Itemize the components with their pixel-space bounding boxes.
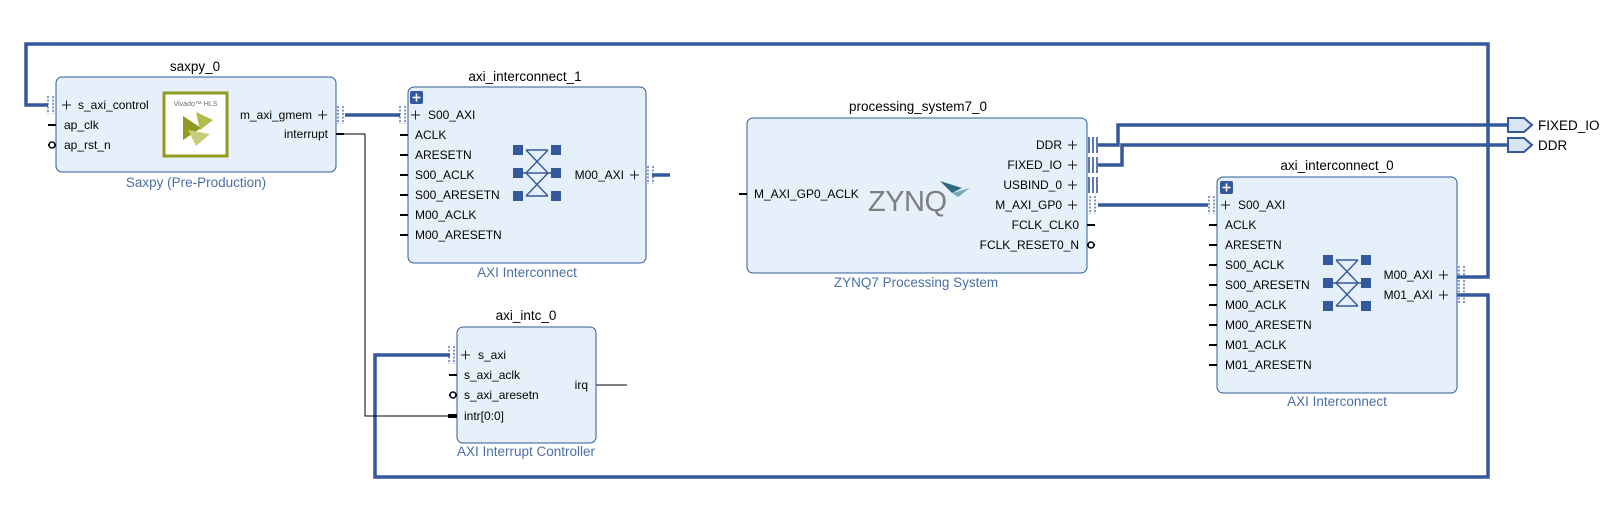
block-body[interactable]: [746, 117, 1088, 274]
port-m00-aclk[interactable]: M00_ACLK: [415, 208, 476, 222]
active-low-icon: [1087, 241, 1095, 249]
port-s00-aclk[interactable]: S00_ACLK: [415, 168, 474, 182]
port-ddr[interactable]: DDR: [1036, 138, 1062, 152]
bus-interface-icon: [1458, 266, 1465, 304]
bus-interface-icon: [1208, 196, 1215, 214]
port-m01-axi[interactable]: M01_AXI: [1384, 288, 1433, 302]
port-ap-clk[interactable]: ap_clk: [64, 118, 100, 132]
port-intr[interactable]: intr[0:0]: [464, 409, 504, 423]
active-low-icon: [48, 141, 56, 149]
block-instance-name: processing_system7_0: [849, 99, 987, 114]
port-s00-aresetn[interactable]: S00_ARESETN: [415, 188, 500, 202]
block-instance-name: saxpy_0: [170, 59, 220, 74]
bus-interface-icon: [47, 96, 54, 114]
port-m-axi-gmem[interactable]: m_axi_gmem: [240, 108, 312, 122]
port-m00-axi[interactable]: M00_AXI: [575, 168, 624, 182]
bus-interface-icon: [1089, 196, 1096, 214]
port-interrupt[interactable]: interrupt: [284, 127, 329, 141]
port-m-axi-gp0[interactable]: M_AXI_GP0: [995, 198, 1062, 212]
port-m00-aclk[interactable]: M00_ACLK: [1225, 298, 1286, 312]
external-port-fixed-io[interactable]: FIXED_IO: [1507, 117, 1600, 133]
bus-interface-icon: [1088, 177, 1098, 193]
port-s-axi-control[interactable]: s_axi_control: [78, 98, 149, 112]
block-type-label: Saxpy (Pre-Production): [126, 175, 266, 190]
port-m01-aresetn[interactable]: M01_ARESETN: [1225, 358, 1312, 372]
port-s-axi-aresetn[interactable]: s_axi_aresetn: [464, 388, 539, 402]
port-usbind-0[interactable]: USBIND_0: [1003, 178, 1062, 192]
wire-ic0-m01-to-intc-saxi[interactable]: [373, 293, 1490, 479]
port-s00-aclk[interactable]: S00_ACLK: [1225, 258, 1284, 272]
block-type-label: AXI Interconnect: [1287, 394, 1387, 409]
crossbar-icon: [1323, 255, 1371, 311]
block-processing-system7[interactable]: processing_system7_0 ZYNQ7 Processing Sy…: [739, 99, 1098, 290]
block-type-label: AXI Interconnect: [477, 265, 577, 280]
crossbar-icon: [513, 145, 561, 201]
block-instance-name: axi_interconnect_1: [468, 69, 581, 84]
port-aresetn[interactable]: ARESETN: [1225, 238, 1282, 252]
vivado-hls-logo: Vivado™ HLS: [162, 91, 229, 158]
port-s00-axi[interactable]: S00_AXI: [428, 108, 475, 122]
port-s00-aresetn[interactable]: S00_ARESETN: [1225, 278, 1310, 292]
port-aclk[interactable]: ACLK: [1225, 218, 1256, 232]
port-aresetn[interactable]: ARESETN: [415, 148, 472, 162]
wires: [24, 42, 1508, 479]
bus-interface-icon: [399, 106, 406, 124]
block-instance-name: axi_intc_0: [496, 308, 557, 323]
external-port-label: DDR: [1538, 138, 1567, 153]
bus-interface-icon: [1088, 157, 1098, 173]
block-axi-intc[interactable]: axi_intc_0 AXI Interrupt Controller s_ax…: [448, 308, 597, 459]
port-m00-aresetn[interactable]: M00_ARESETN: [415, 228, 502, 242]
port-fixed-io[interactable]: FIXED_IO: [1007, 158, 1062, 172]
block-body[interactable]: [456, 326, 597, 444]
wire-ddr-out[interactable]: [1098, 123, 1508, 147]
zynq-logo: ZYNQ: [868, 181, 970, 218]
bus-interface-icon: [337, 106, 344, 124]
svg-text:ZYNQ: ZYNQ: [868, 186, 947, 218]
port-s-axi-aclk[interactable]: s_axi_aclk: [464, 368, 521, 382]
wire-interrupt-to-intr[interactable]: [342, 133, 455, 417]
block-instance-name: axi_interconnect_0: [1280, 158, 1393, 173]
port-m-axi-gp0-aclk[interactable]: M_AXI_GP0_ACLK: [754, 187, 859, 201]
expand-hierarchy-button[interactable]: [1220, 181, 1233, 194]
port-fclk-clk0[interactable]: FCLK_CLK0: [1012, 218, 1080, 232]
port-s-axi[interactable]: s_axi: [478, 348, 506, 362]
port-fclk-reset0-n[interactable]: FCLK_RESET0_N: [980, 238, 1079, 252]
port-aclk[interactable]: ACLK: [415, 128, 446, 142]
block-type-label: ZYNQ7 Processing System: [834, 275, 998, 290]
port-ap-rst-n[interactable]: ap_rst_n: [64, 138, 111, 152]
external-port-label: FIXED_IO: [1538, 118, 1600, 133]
wire-fixedio-out[interactable]: [1098, 143, 1508, 167]
port-m00-aresetn[interactable]: M00_ARESETN: [1225, 318, 1312, 332]
svg-text:Vivado™ HLS: Vivado™ HLS: [174, 101, 218, 108]
active-low-icon: [449, 391, 457, 399]
external-port-ddr[interactable]: DDR: [1507, 137, 1567, 153]
bus-interface-icon: [647, 166, 654, 184]
bus-interface-icon: [1088, 137, 1098, 153]
block-axi-interconnect-1[interactable]: axi_interconnect_1 AXI Interconnect S00_…: [399, 69, 654, 280]
bus-interface-icon: [448, 346, 455, 364]
port-s00-axi[interactable]: S00_AXI: [1238, 198, 1285, 212]
block-axi-interconnect-0[interactable]: axi_interconnect_0 AXI Interconnect S00_…: [1208, 158, 1465, 409]
port-m00-axi[interactable]: M00_AXI: [1384, 268, 1433, 282]
wire-ic0-m00-to-saxpy-ctrl[interactable]: [24, 42, 1490, 279]
port-m01-aclk[interactable]: M01_ACLK: [1225, 338, 1286, 352]
expand-hierarchy-button[interactable]: [410, 91, 423, 104]
port-irq[interactable]: irq: [575, 378, 588, 392]
block-saxpy[interactable]: saxpy_0 Saxpy (Pre-Production) s_axi_con…: [47, 59, 344, 190]
block-type-label: AXI Interrupt Controller: [457, 444, 596, 459]
